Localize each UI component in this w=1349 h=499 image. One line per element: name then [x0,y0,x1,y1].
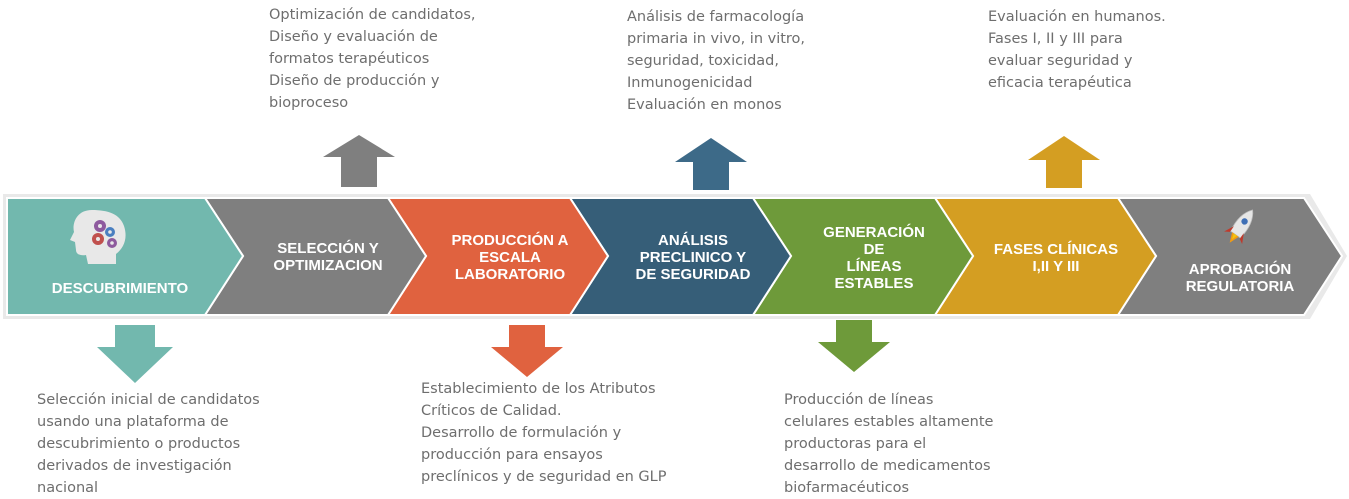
stage-aprobacion: APROBACIÓN REGULATORIA [1185,261,1295,295]
arrow-up-fases [1028,136,1100,188]
stage-preclinico: ANÁLISIS PRECLINICO Y DE SEGURIDAD [635,231,751,283]
stage-produccion: PRODUCCIÓN A ESCALA LABORATORIO [451,231,569,283]
desc-lineas: Producción de líneas celulares estables … [784,392,994,496]
desc-produccion: Establecimiento de los Atributos Crítico… [421,381,667,485]
arrow-down-lineas [818,320,890,372]
stage-seleccion: SELECCIÓN Y OPTIMIZACION [273,240,383,274]
desc-descubrimiento: Selección inicial de candidatos usando u… [37,392,260,496]
arrow-up-preclinico [675,138,747,190]
arrow-up-seleccion [323,135,395,187]
stage-lineas: GENERACIÓN DE LÍNEAS ESTABLES [823,224,925,292]
desc-preclinico: Análisis de farmacología primaria in viv… [627,9,806,113]
desc-seleccion: Optimización de candidatos, Diseño y eva… [269,7,476,111]
stage-shape-descubrimiento [6,197,245,316]
stage-descubrimiento: DESCUBRIMIENTO [51,279,189,297]
rocket-icon [1224,209,1254,245]
stage-fases: FASES CLÍNICAS I,II Y III [993,241,1119,275]
desc-fases: Evaluación en humanos. Fases I, II y III… [988,9,1166,91]
head-gears-icon [70,210,126,264]
arrow-down-descubrimiento [97,325,173,383]
arrow-down-produccion [491,325,563,377]
